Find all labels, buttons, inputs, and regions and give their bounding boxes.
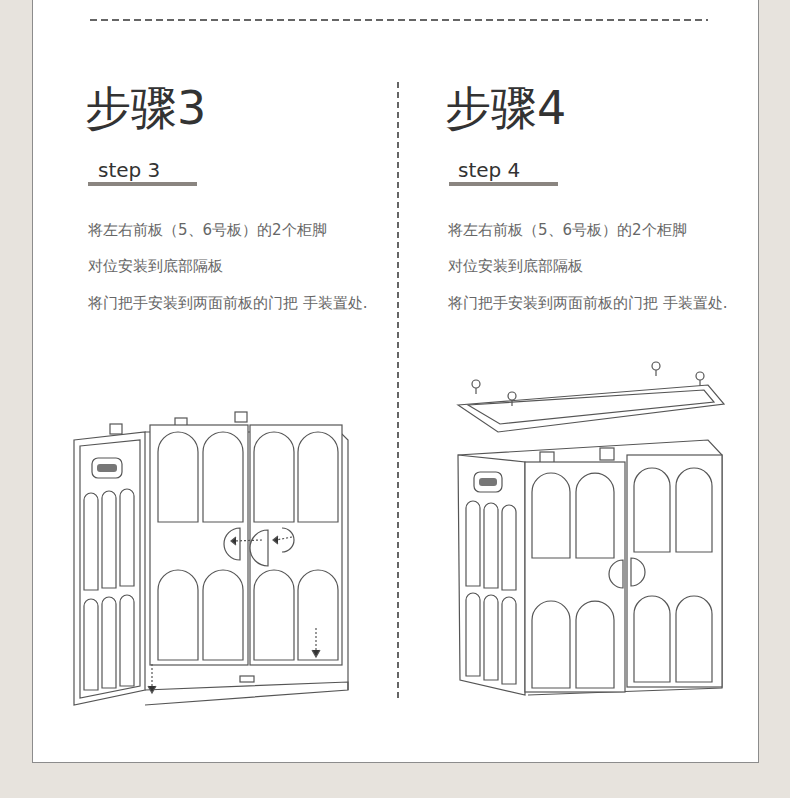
- step-heading: 步骤3: [85, 80, 345, 136]
- step-instruction: 将门把手安装到两面前板的门把 手装置处.: [88, 284, 388, 322]
- step-subheading: step 4: [458, 157, 578, 183]
- step-instruction: 将左右前板（5、6号板）的2个柜脚 对位安装到底部隔板: [88, 212, 388, 284]
- step-instruction: 将门把手安装到两面前板的门把 手装置处.: [448, 284, 748, 322]
- step-instruction: 将左右前板（5、6号板）的2个柜脚 对位安装到底部隔板: [448, 212, 748, 284]
- step-heading: 步骤4: [445, 80, 705, 136]
- step-subheading: step 3: [98, 157, 218, 183]
